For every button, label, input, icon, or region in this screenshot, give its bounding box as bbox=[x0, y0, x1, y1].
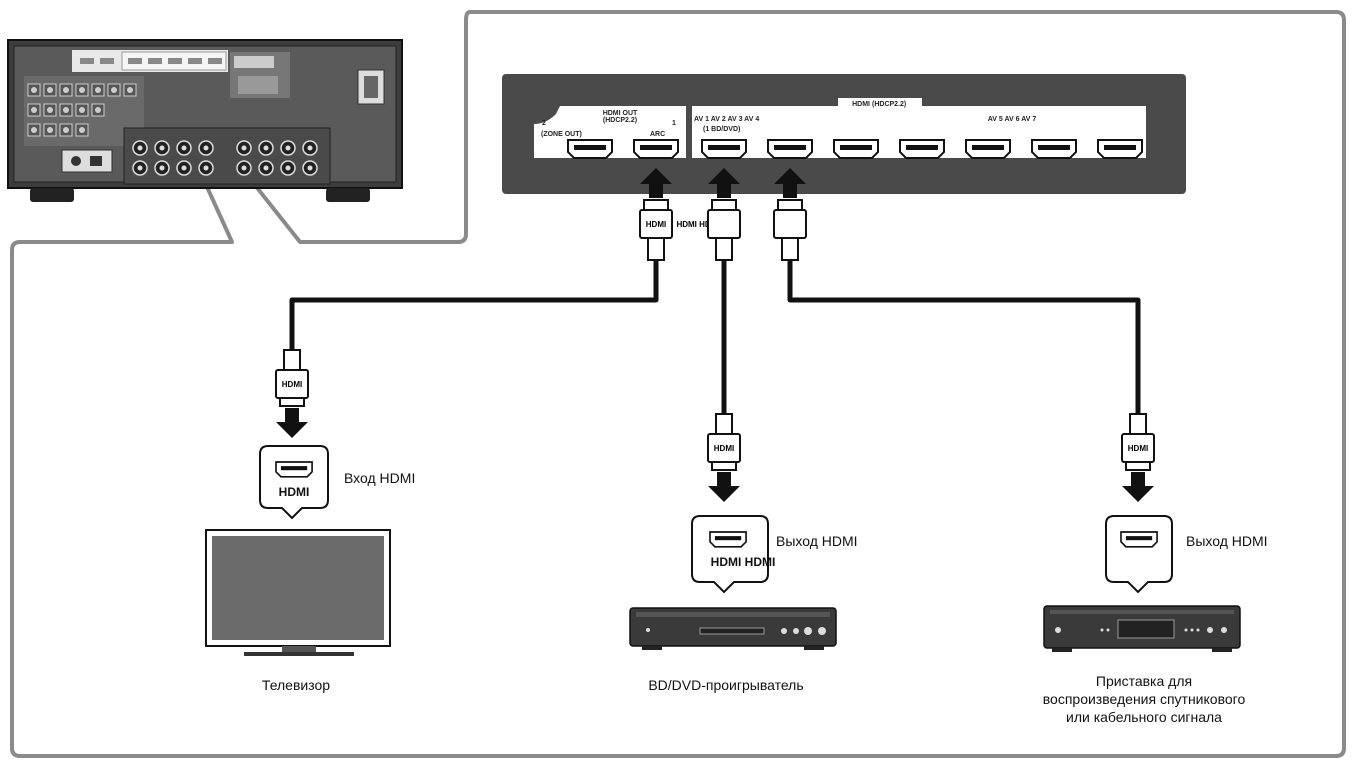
hdmi-in-subtitle: (HDCP2.2) bbox=[872, 101, 906, 108]
plug-upper-stb bbox=[773, 199, 807, 261]
stb-caption-line-2: воспроизведения спутникового bbox=[1043, 691, 1246, 707]
plug-lower-tv: HDMI bbox=[275, 349, 309, 407]
stb-caption-line-1: Приставка для bbox=[1096, 673, 1192, 689]
plug-lower-bd: HDMI bbox=[707, 413, 741, 471]
arrow-into-stb bbox=[1122, 472, 1154, 502]
hdmi-out-title: HDMI OUT bbox=[603, 110, 638, 117]
hdmi-out-subtitle: (HDCP2.2) bbox=[603, 117, 637, 124]
callout-frame bbox=[10, 10, 1346, 758]
stb-callout: Выход HDMI bbox=[1186, 533, 1268, 549]
hdmi-in-av6-port bbox=[1031, 139, 1077, 159]
hdmi-in-av4-port bbox=[899, 139, 945, 159]
hdmi-in-title: HDMI bbox=[852, 101, 870, 108]
hdmi-in-av3-port bbox=[833, 139, 879, 159]
tv-icon bbox=[205, 529, 391, 656]
bd-caption: BD/DVD-проигрыватель bbox=[648, 677, 803, 693]
tv-caption: Телевизор bbox=[262, 677, 330, 693]
stb-port-bubble bbox=[1105, 515, 1173, 594]
plug-upper-bd bbox=[707, 199, 741, 261]
bd-callout: Выход HDMI bbox=[776, 533, 858, 549]
plug-lower-stb-label: HDMI bbox=[1128, 444, 1148, 453]
hdmi-out-2-port bbox=[567, 139, 613, 159]
arc-label: ARC bbox=[650, 131, 665, 138]
set-top-box-icon bbox=[1043, 605, 1241, 652]
tv-port-bubble: HDMI bbox=[259, 445, 329, 520]
hdmi-in-av7-port bbox=[1097, 139, 1143, 159]
stb-caption-line-3: или кабельного сигнала bbox=[1066, 709, 1222, 725]
bd-port-label: HDMI HDMI bbox=[711, 555, 776, 569]
plug-lower-bd-label: HDMI bbox=[714, 444, 734, 453]
hdmi-in-av2-port bbox=[767, 139, 813, 159]
hdmi-in-av5-port bbox=[965, 139, 1011, 159]
hdmi-in-av1-port bbox=[701, 139, 747, 159]
bd-player-icon bbox=[629, 607, 837, 650]
hdmi-out-1-arc-port bbox=[633, 139, 679, 159]
plug-lower-stb: HDMI bbox=[1121, 413, 1155, 471]
av1-bd-dvd-label: (1 BD/DVD) bbox=[703, 126, 740, 133]
av1-av4-labels: AV 1 AV 2 AV 3 AV 4 bbox=[694, 116, 759, 123]
plug-upper-tv-label: HDMI bbox=[646, 220, 666, 229]
tv-port-label: HDMI bbox=[279, 485, 310, 499]
cable-tv bbox=[289, 260, 659, 350]
hdmi-out-1-number: 1 bbox=[672, 120, 676, 127]
plug-lower-tv-label: HDMI bbox=[282, 380, 302, 389]
av5-av7-labels: AV 5 AV 6 AV 7 bbox=[988, 116, 1037, 123]
hdmi-out-2-number: 2 bbox=[542, 120, 546, 127]
plug-upper-pair-label: HDMI HDMI bbox=[676, 220, 719, 229]
cable-stb bbox=[787, 260, 1141, 414]
zone-out-label: (ZONE OUT) bbox=[541, 131, 582, 138]
receiver-rear-thumbnail bbox=[7, 39, 403, 202]
tv-callout: Вход HDMI bbox=[344, 470, 415, 486]
bd-port-bubble: HDMI HDMI bbox=[691, 515, 776, 594]
receiver-hdmi-panel: HDMI OUT (HDCP2.2) 2 1 (ZONE OUT) ARC HD… bbox=[502, 74, 1186, 194]
arrow-into-bd bbox=[708, 472, 740, 502]
arrow-into-tv bbox=[276, 408, 308, 438]
plug-upper-tv: HDMI bbox=[639, 199, 673, 261]
